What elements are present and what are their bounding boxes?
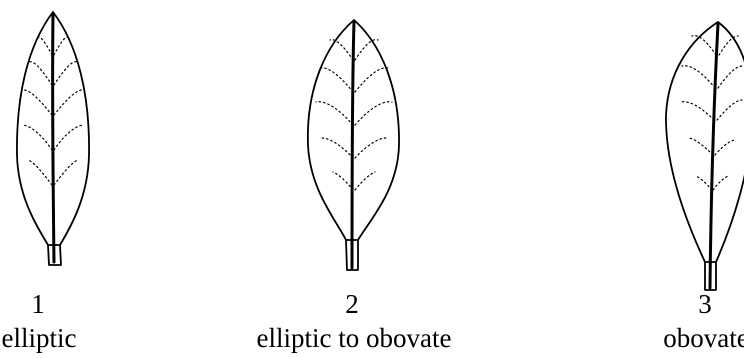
leaf-3-number-label: 3 bbox=[698, 291, 712, 318]
leaf-3-shape-label: obovate bbox=[663, 325, 744, 352]
leaf-3-midrib bbox=[710, 24, 718, 288]
leaf-2-number-label: 2 bbox=[345, 291, 359, 318]
leaf-2-shape-label: elliptic to obovate bbox=[257, 325, 452, 352]
leaf-1-shape-label: elliptic bbox=[2, 325, 77, 352]
leaf-1-number-label: 1 bbox=[31, 291, 45, 318]
leaf-3-outline bbox=[666, 22, 744, 262]
